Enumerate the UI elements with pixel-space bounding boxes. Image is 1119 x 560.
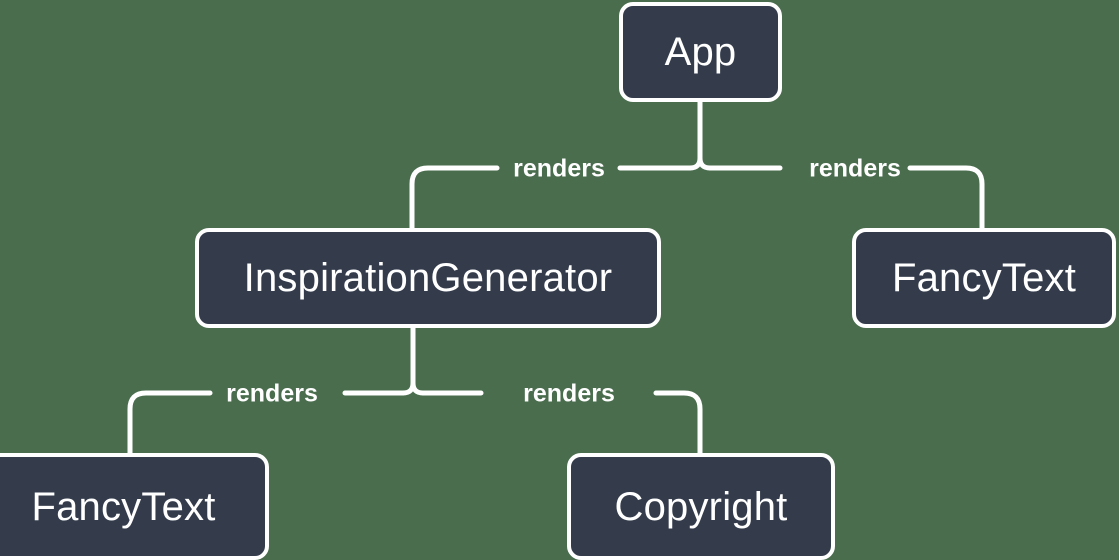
edge-app-to-fancytext-b bbox=[907, 165, 985, 231]
edge-inspiration-to-fancytext-b bbox=[127, 390, 213, 456]
node-inspiration-generator-label: InspirationGenerator bbox=[243, 256, 613, 300]
node-copyright-label: Copyright bbox=[614, 484, 788, 529]
node-fancytext-left[interactable]: FancyText bbox=[0, 453, 269, 560]
node-fancytext-right-label: FancyText bbox=[891, 256, 1077, 300]
node-fancytext-right[interactable]: FancyText bbox=[852, 228, 1116, 328]
edge-label-app-to-inspiration: renders bbox=[513, 154, 605, 183]
edge-inspiration-to-copyright-b bbox=[653, 390, 703, 456]
node-app-label: App bbox=[664, 30, 737, 74]
edge-label-inspiration-to-copyright: renders bbox=[523, 379, 615, 408]
edge-app-stem-right bbox=[697, 99, 713, 171]
node-fancytext-left-label: FancyText bbox=[31, 484, 216, 529]
edge-app-to-inspiration-b bbox=[409, 165, 500, 231]
node-inspiration-generator[interactable]: InspirationGenerator bbox=[195, 228, 661, 328]
edge-inspiration-stem-right bbox=[410, 325, 426, 396]
edge-app-stem bbox=[687, 99, 703, 171]
node-app[interactable]: App bbox=[619, 2, 782, 102]
edge-label-app-to-fancytext: renders bbox=[809, 154, 901, 183]
edge-label-inspiration-to-fancytext: renders bbox=[226, 379, 318, 408]
edge-inspiration-stem bbox=[400, 325, 416, 396]
node-copyright[interactable]: Copyright bbox=[567, 453, 835, 560]
